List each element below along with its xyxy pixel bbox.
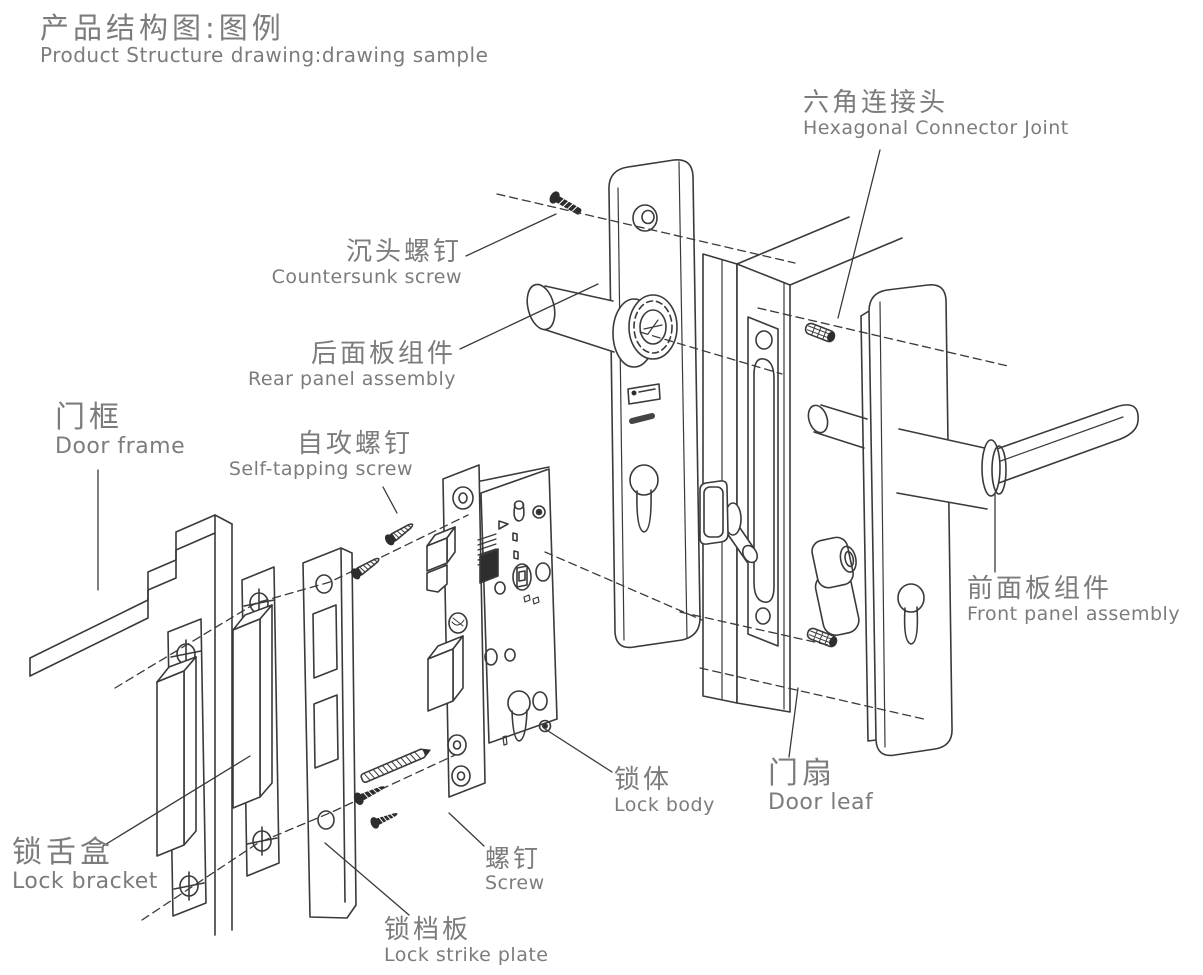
- label-lock-strike-plate-zh: 锁档板: [384, 915, 472, 945]
- label-rear-panel-assembly-zh: 后面板组件: [310, 339, 456, 369]
- hex-connector-pin-1: [804, 322, 836, 343]
- label-door-frame: 门框 Door frame: [55, 401, 185, 459]
- self-tapping-screw-2: [350, 557, 380, 580]
- leader-lines: [97, 149, 996, 916]
- rear-panel-drawing: [526, 159, 701, 649]
- lock-bracket-plate-1: [156, 618, 207, 917]
- label-front-panel-assembly: 前面板组件 Front panel assembly: [967, 574, 1181, 626]
- label-rear-panel-assembly: 后面板组件 Rear panel assembly: [200, 339, 456, 391]
- label-door-leaf-en: Door leaf: [768, 789, 874, 815]
- label-lock-body: 锁体 Lock body: [614, 765, 715, 817]
- front-panel-drawing: [860, 283, 1139, 757]
- label-self-tapping-screw-en: Self-tapping screw: [228, 458, 413, 481]
- drawing-title-en: Product Structure drawing:drawing sample: [40, 43, 489, 68]
- door-frame-drawing: [29, 514, 233, 936]
- label-screw: 螺钉 Screw: [485, 845, 545, 894]
- label-lock-strike-plate-en: Lock strike plate: [384, 944, 549, 967]
- lock-body-drawing: [426, 464, 558, 798]
- label-door-leaf-zh: 门扇: [768, 756, 836, 791]
- label-hex-connector-joint: 六角连接头 Hexagonal Connector Joint: [803, 88, 1069, 140]
- self-tapping-screw-1: [384, 523, 414, 546]
- bottom-screw-2: [370, 813, 398, 829]
- label-lock-body-zh: 锁体: [614, 765, 673, 795]
- long-machine-screw: [360, 748, 432, 784]
- label-screw-zh: 螺钉: [485, 844, 542, 873]
- lock-bracket-plate-2: [232, 566, 280, 877]
- label-lock-bracket-zh: 锁舌盒: [12, 835, 114, 870]
- label-countersunk-screw: 沉头螺钉 Countersunk screw: [240, 237, 462, 289]
- label-self-tapping-screw-zh: 自攻螺钉: [296, 429, 413, 459]
- label-front-panel-assembly-zh: 前面板组件: [967, 574, 1113, 604]
- front-handle-shaft-drawing: [807, 404, 868, 449]
- label-hex-connector-joint-en: Hexagonal Connector Joint: [803, 117, 1069, 140]
- label-lock-body-en: Lock body: [614, 794, 715, 817]
- label-lock-bracket-en: Lock bracket: [12, 868, 158, 894]
- bottom-screw-1: [353, 786, 385, 805]
- door-leaf-drawing: [702, 216, 903, 713]
- label-self-tapping-screw: 自攻螺钉 Self-tapping screw: [180, 429, 413, 481]
- label-door-frame-en: Door frame: [55, 433, 186, 459]
- label-screw-en: Screw: [485, 872, 545, 894]
- label-hex-connector-joint-zh: 六角连接头: [803, 88, 949, 118]
- alignment-dashed-lines: [114, 193, 1009, 921]
- label-front-panel-assembly-en: Front panel assembly: [967, 603, 1181, 626]
- label-lock-strike-plate: 锁档板 Lock strike plate: [384, 915, 549, 967]
- countersunk-screw-drawing: [549, 191, 582, 215]
- spindle-knob-drawing: [699, 480, 759, 564]
- label-countersunk-screw-en: Countersunk screw: [271, 266, 462, 289]
- drawing-title-zh: 产品结构图:图例: [40, 11, 285, 45]
- lock-strike-plate-drawing: [302, 547, 357, 919]
- label-lock-bracket: 锁舌盒 Lock bracket: [12, 836, 158, 894]
- label-door-frame-zh: 门框: [55, 400, 123, 435]
- drawing-title: 产品结构图:图例 Product Structure drawing:drawi…: [40, 12, 488, 67]
- label-rear-panel-assembly-en: Rear panel assembly: [247, 368, 456, 391]
- euro-cylinder-drawing: [811, 536, 860, 636]
- label-door-leaf: 门扇 Door leaf: [768, 757, 873, 815]
- label-countersunk-screw-zh: 沉头螺钉: [345, 237, 462, 267]
